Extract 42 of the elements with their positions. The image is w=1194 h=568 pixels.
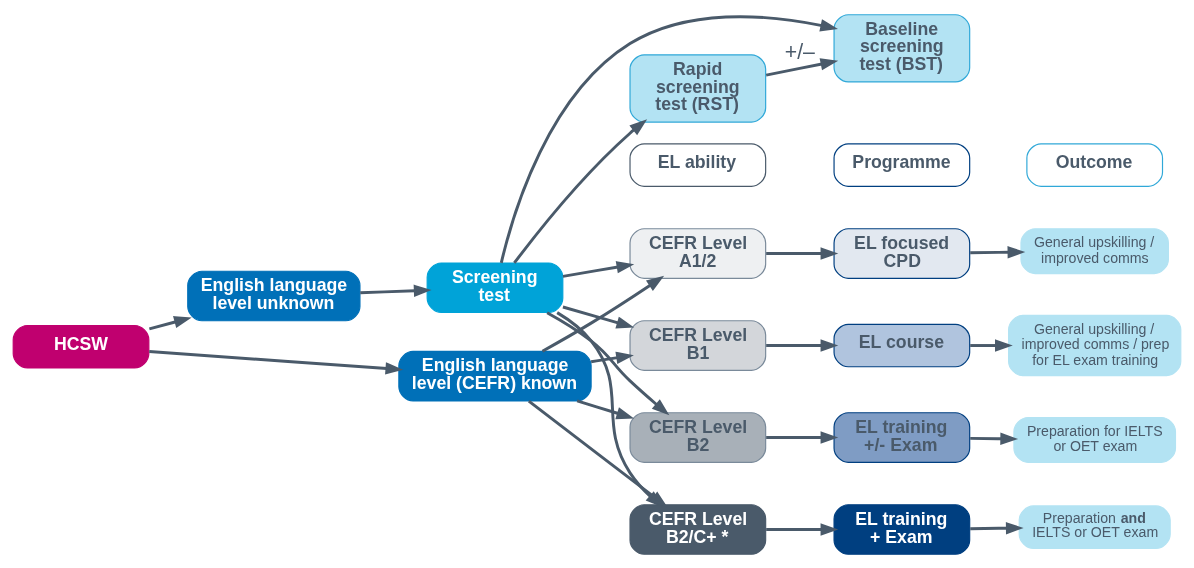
node-box: Rapid screening test (RST) <box>629 53 767 123</box>
arrow <box>766 338 839 352</box>
arrow <box>590 351 634 364</box>
edge-label: +/– <box>784 39 815 63</box>
node-box: English language level unknown <box>187 270 361 321</box>
node-box: Preparation for IELTS or OET exam <box>1013 416 1177 463</box>
node-box: EL course <box>833 323 971 367</box>
arrow <box>562 260 635 278</box>
node-box: EL ability <box>629 142 767 187</box>
node-box: General upskilling / improved comms / prep for EL exam training <box>1008 314 1182 376</box>
arrow <box>970 521 1024 534</box>
node-box: CEFR Level B2 <box>629 411 767 463</box>
node-box: Screening test <box>426 261 564 313</box>
node-box: EL training +/- Exam <box>833 411 971 463</box>
arrow <box>970 245 1026 258</box>
arrow <box>360 284 432 297</box>
node-box: CEFR Level B1 <box>629 319 767 371</box>
node-box: CEFR Level A1/2 <box>629 227 767 279</box>
node-box: HCSW <box>12 324 150 369</box>
node-box: English language level (CEFR) known <box>398 350 592 402</box>
node-box: Preparation and IELTS or OET exam <box>1018 504 1171 549</box>
arrow <box>766 430 839 444</box>
node-box: Programme <box>833 142 971 187</box>
arrow <box>149 349 404 375</box>
arrow <box>546 310 670 415</box>
arrow <box>970 338 1013 352</box>
arrow <box>576 399 635 419</box>
arrow <box>766 522 839 536</box>
arrow <box>513 118 648 264</box>
arrow <box>148 315 192 330</box>
arrow <box>499 14 838 263</box>
node-box: EL focused CPD <box>833 227 971 279</box>
node-box: EL training + Exam <box>833 503 971 555</box>
arrow <box>765 57 839 77</box>
arrow <box>541 275 665 352</box>
node-box: Outcome <box>1026 142 1164 187</box>
node-box: Baseline screening test (BST) <box>833 13 971 83</box>
arrow <box>766 246 839 260</box>
node-box: CEFR Level B2/C+ * <box>629 503 767 555</box>
arrow <box>562 305 635 329</box>
arrow <box>970 432 1019 445</box>
node-box: General upskilling / improved comms <box>1020 227 1169 274</box>
